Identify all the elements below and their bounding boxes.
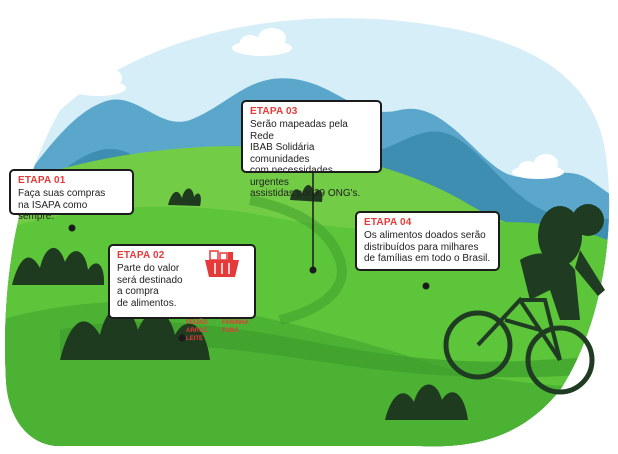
step-title: ETAPA 03 <box>250 106 298 117</box>
marker-etapa-02 <box>178 334 186 342</box>
callout-etapa-02: ETAPA 02 Parte do valor será destinado a… <box>108 244 256 342</box>
bush-bottom-left <box>60 306 210 360</box>
step-text: Parte do valor será destinado a compra d… <box>117 263 183 309</box>
food-item: FEIJÃO <box>186 320 208 326</box>
cyclist-illustration <box>443 204 605 395</box>
marker-etapa-03 <box>309 266 317 274</box>
food-item: ARROZ <box>186 328 208 334</box>
marker-etapa-01 <box>68 224 76 232</box>
food-basket-icon <box>205 250 239 277</box>
bush-center <box>290 185 323 202</box>
cloud-right <box>512 154 564 179</box>
food-item: FUBÁ <box>222 328 239 334</box>
cloud-center <box>232 28 292 56</box>
callout-etapa-03: ETAPA 03 Serão mapeadas pela Rede IBAB S… <box>241 100 382 199</box>
step-title: ETAPA 02 <box>117 250 165 261</box>
food-item: FARINHA <box>222 320 249 326</box>
step-text: Os alimentos doados serão distribuídos p… <box>364 230 491 264</box>
bush-small <box>168 188 201 206</box>
step-title: ETAPA 01 <box>18 175 66 186</box>
callout-etapa-01: ETAPA 01 Faça suas compras na ISAPA como… <box>9 169 134 222</box>
step-title: ETAPA 04 <box>364 217 412 228</box>
marker-etapa-04 <box>422 282 430 290</box>
road-curve <box>249 195 347 325</box>
callout-etapa-04: ETAPA 04 Os alimentos doados serão distr… <box>355 211 500 271</box>
cloud-left <box>70 68 126 96</box>
step-text: Faça suas compras na ISAPA como sempre. <box>18 188 106 222</box>
bush-bottom-right <box>385 384 468 420</box>
bush-left <box>12 247 105 285</box>
food-item: LEITE <box>186 336 204 342</box>
step-text: Serão mapeadas pela Rede IBAB Solidária … <box>250 119 361 199</box>
